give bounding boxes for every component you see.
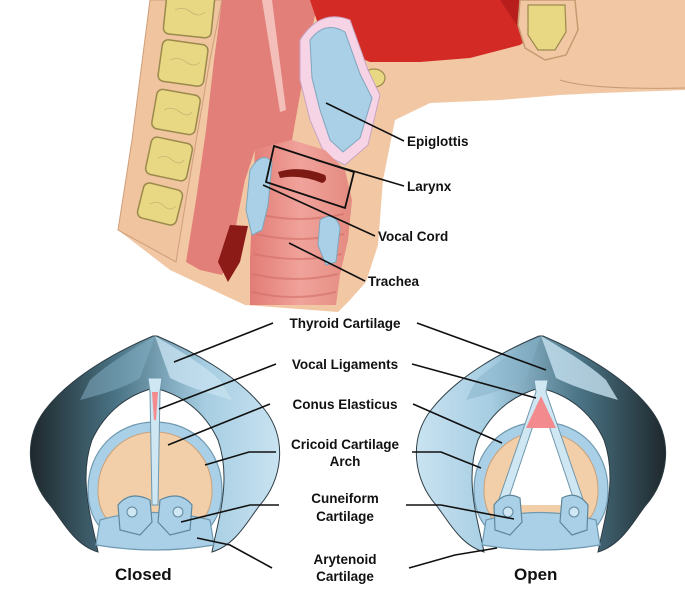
thyroid-side xyxy=(245,157,273,236)
label-trachea: Trachea xyxy=(368,274,420,289)
label-cuneiform-cartilage: Cartilage xyxy=(316,509,374,524)
open-larynx xyxy=(415,335,667,553)
esophagus xyxy=(218,225,248,282)
closed-larynx xyxy=(29,335,281,553)
label-cricoid-cartilage: Cricoid Cartilage xyxy=(290,437,400,452)
tongue-muscle xyxy=(310,0,560,62)
label-epiglottis: Epiglottis xyxy=(407,134,469,149)
label-open: Open xyxy=(514,565,558,584)
label-conus-elasticus: Conus Elasticus xyxy=(292,397,398,412)
label-vocal-ligaments: Vocal Ligaments xyxy=(291,357,399,372)
label-arytenoid-cartilage: Cartilage xyxy=(316,569,374,584)
vocal-cord-slit xyxy=(278,169,326,183)
bottom-leader-lines xyxy=(158,322,547,569)
label-cuneiform: Cuneiform xyxy=(311,491,379,506)
label-thyroid-cartilage: Thyroid Cartilage xyxy=(289,316,401,331)
open-conus-pink xyxy=(526,396,556,428)
open-glottis xyxy=(502,392,580,505)
label-larynx: Larynx xyxy=(407,179,452,194)
pharynx xyxy=(186,0,318,275)
label-vocal-cord: Vocal Cord xyxy=(378,229,449,244)
label-arytenoid: Arytenoid xyxy=(313,552,377,567)
pharynx-highlight xyxy=(262,0,286,112)
label-cricoid-arch: Arch xyxy=(329,454,361,469)
top-leader-lines xyxy=(262,102,405,282)
neck-cross-section xyxy=(117,0,685,312)
vertebrae xyxy=(136,0,216,226)
closed-vocal-ligaments xyxy=(147,377,163,506)
label-closed: Closed xyxy=(115,565,172,584)
